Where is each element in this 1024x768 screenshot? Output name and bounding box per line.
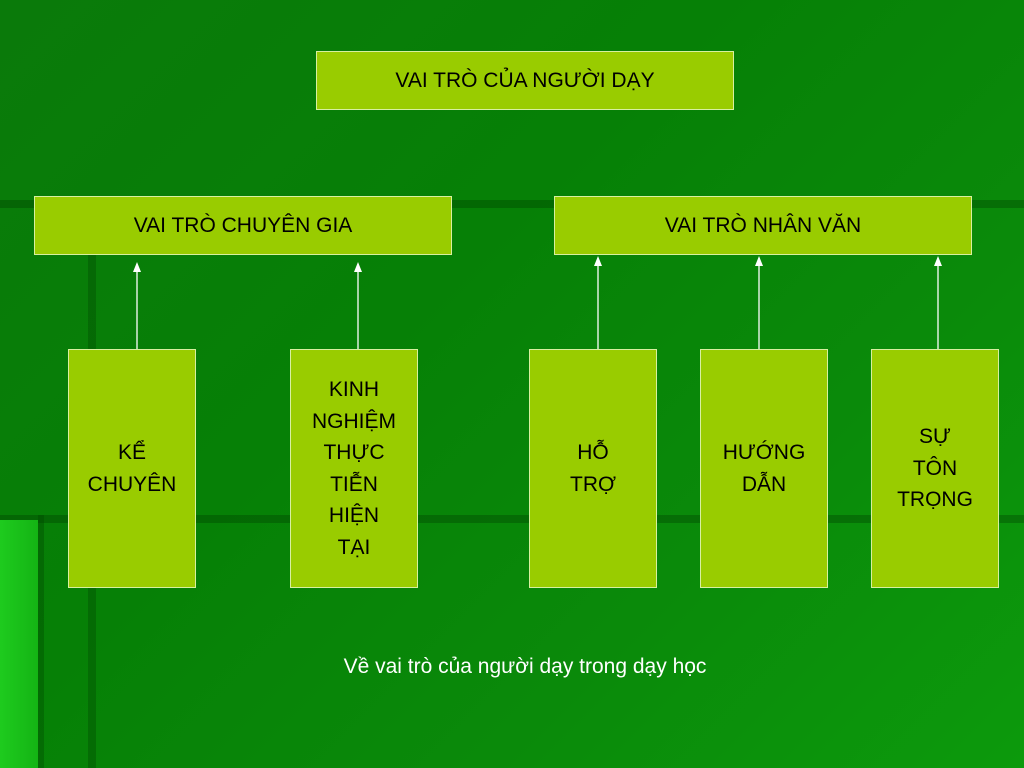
leaf-node-guidance: HƯỚNG DẪN — [700, 349, 828, 588]
diagram-caption: Về vai trò của người dạy trong dạy học — [343, 655, 707, 678]
arrowhead-leaf-5 — [934, 256, 942, 266]
arrowhead-leaf-1 — [133, 262, 141, 272]
arrowhead-leaf-4 — [755, 256, 763, 266]
leaf-node-support: HỖ TRỢ — [529, 349, 657, 588]
leaf-node-storytelling: KỂ CHUYÊN — [68, 349, 196, 588]
group-node-humanist: VAI TRÒ NHÂN VĂN — [554, 196, 972, 255]
leaf-node-respect: SỰ TÔN TRỌNG — [871, 349, 999, 588]
group-node-expert: VAI TRÒ CHUYÊN GIA — [34, 196, 452, 255]
arrowhead-leaf-2 — [354, 262, 362, 272]
leaf-node-practical-experience: KINH NGHIỆM THỰC TIỄN HIỆN TẠI — [290, 349, 418, 588]
root-node: VAI TRÒ CỦA NGƯỜI DẠY — [316, 51, 734, 110]
arrowhead-leaf-3 — [594, 256, 602, 266]
